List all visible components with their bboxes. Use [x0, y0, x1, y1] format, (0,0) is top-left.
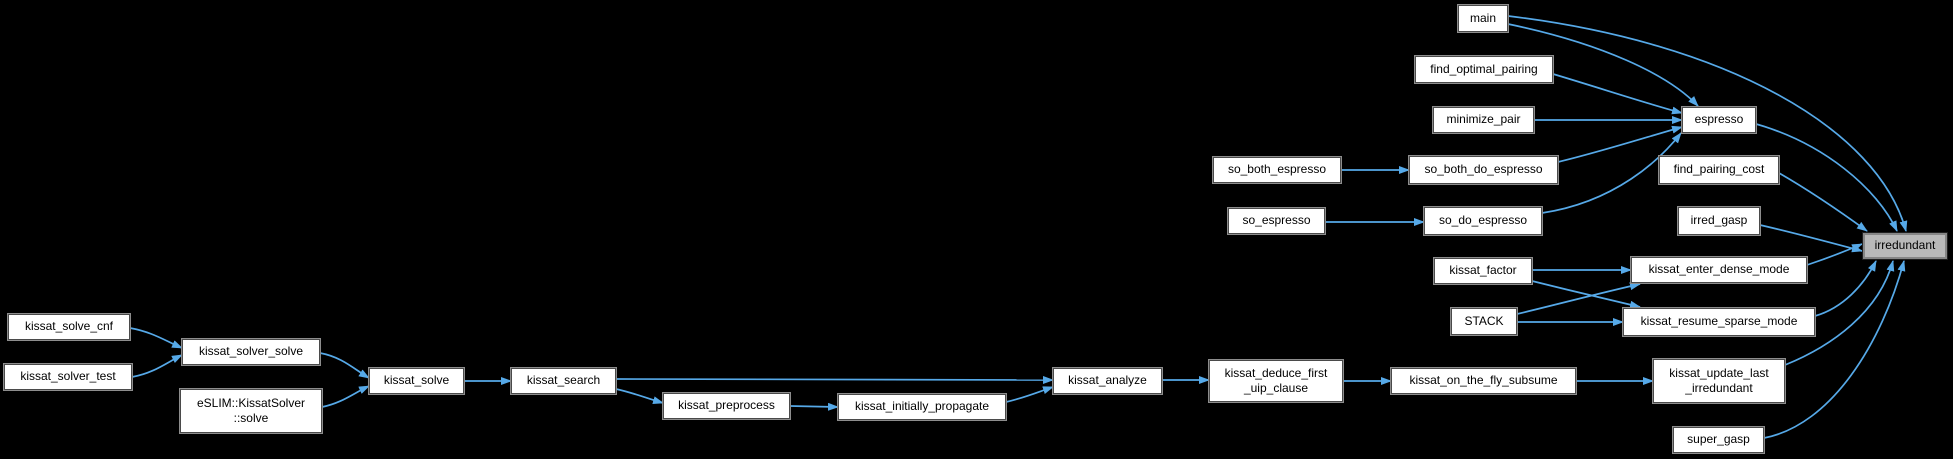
node-find-optimal-pairing[interactable]: find_optimal_pairing [1415, 56, 1553, 83]
node-minimize-pair[interactable]: minimize_pair [1433, 107, 1534, 133]
edge-find-optimal-pairing--espresso [1552, 73, 1683, 115]
edge-kissat-search--kissat-preprocess [615, 388, 664, 405]
edge-stack--kissat-enter-dense-mode [1516, 282, 1641, 315]
node-kissat-solver-test[interactable]: kissat_solver_test [4, 364, 132, 390]
node-kissat-on-the-fly-subsume[interactable]: kissat_on_the_fly_subsume [1391, 368, 1576, 394]
node-irredundant: irredundant [1862, 232, 1948, 260]
node-kissat-update-last-irredundant[interactable]: kissat_update_last _irredundant [1653, 359, 1785, 403]
edge-espresso--irredundant [1755, 123, 1898, 232]
edge-kissat-factor--kissat-resume-sparse-mode [1531, 280, 1641, 309]
node-label: kissat_resume_sparse_mode [1640, 314, 1798, 329]
edge-kissat-solve-cnf--kissat-solver-solve [129, 327, 183, 349]
node-label: so_both_espresso [1227, 162, 1327, 177]
node-label: kissat_preprocess [678, 398, 775, 413]
node-kissat-solver-solve[interactable]: kissat_solver_solve [182, 339, 320, 365]
edge-kissat-solver-solve--kissat-solve [319, 352, 370, 379]
node-so-both-espresso[interactable]: so_both_espresso [1213, 157, 1341, 183]
edge-irred-gasp--irredundant [1759, 224, 1863, 253]
node-label: so_do_espresso [1438, 213, 1528, 228]
node-kissat-factor[interactable]: kissat_factor [1434, 258, 1532, 284]
edge-kissat-solver-test--kissat-solver-solve [131, 354, 183, 378]
node-label: main [1469, 10, 1496, 25]
node-kissat-initially-propagate[interactable]: kissat_initially_propagate [838, 394, 1006, 420]
edge-main--espresso [1507, 23, 1699, 107]
edge-kissat-resume-sparse-mode--irredundant [1814, 260, 1877, 317]
node-label: minimize_pair [1446, 112, 1521, 127]
node-label: espresso [1694, 112, 1744, 127]
edge-find-pairing-cost--irredundant [1778, 172, 1868, 232]
node-label: kissat_solve [383, 373, 450, 388]
node-so-both-do-espresso[interactable]: so_both_do_espresso [1409, 156, 1558, 184]
edge-kissat-preprocess--kissat-initially-propagate [789, 402, 839, 411]
edge-kissat-search--kissat-analyze [615, 375, 1054, 384]
edge-so-both-do-espresso--espresso [1557, 125, 1683, 163]
node-label: eSLIM::KissatSolver ::solve [196, 395, 306, 425]
node-kissat-preprocess[interactable]: kissat_preprocess [663, 393, 790, 419]
node-eslim-kissatsolver-solve[interactable]: eSLIM::KissatSolver ::solve [180, 389, 322, 433]
node-label: kissat_analyze [1068, 373, 1147, 388]
node-label: kissat_solver_solve [198, 344, 304, 359]
node-label: so_both_do_espresso [1424, 162, 1543, 177]
node-kissat-solve-cnf[interactable]: kissat_solve_cnf [8, 314, 130, 340]
node-label: kissat_initially_propagate [854, 399, 990, 414]
node-label: find_optimal_pairing [1430, 61, 1538, 76]
node-label: find_pairing_cost [1673, 162, 1765, 177]
node-super-gasp[interactable]: super_gasp [1673, 427, 1764, 453]
node-kissat-search[interactable]: kissat_search [511, 368, 616, 394]
node-kissat-deduce-first-uip-clause[interactable]: kissat_deduce_first _uip_clause [1209, 360, 1343, 402]
node-label: irredundant [1874, 238, 1936, 253]
node-label: kissat_enter_dense_mode [1648, 262, 1790, 277]
node-so-espresso[interactable]: so_espresso [1228, 208, 1325, 234]
edge-super-gasp--irredundant [1763, 260, 1906, 439]
node-irred-gasp[interactable]: irred_gasp [1678, 207, 1760, 235]
edge-kissat-update-last-irredundant--irredundant [1784, 260, 1895, 366]
node-label: so_espresso [1242, 213, 1311, 228]
node-label: kissat_solve_cnf [24, 319, 114, 334]
node-label: irred_gasp [1690, 213, 1748, 228]
edge-kissat-enter-dense-mode--irredundant [1806, 243, 1863, 266]
node-label: kissat_factor [1449, 263, 1517, 278]
edge-eslim-kissatsolver-solve--kissat-solve [321, 385, 370, 408]
node-label: kissat_update_last _irredundant [1669, 365, 1769, 395]
node-stack[interactable]: STACK [1451, 308, 1517, 335]
node-label: kissat_solver_test [20, 369, 116, 384]
node-kissat-enter-dense-mode[interactable]: kissat_enter_dense_mode [1631, 257, 1807, 283]
node-label: kissat_deduce_first _uip_clause [1224, 365, 1328, 395]
node-espresso[interactable]: espresso [1682, 107, 1756, 133]
node-label: kissat_search [526, 373, 601, 388]
edge-main--irredundant [1507, 15, 1908, 232]
node-label: STACK [1464, 313, 1504, 328]
node-so-do-espresso[interactable]: so_do_espresso [1424, 207, 1542, 235]
node-label: kissat_on_the_fly_subsume [1409, 373, 1558, 388]
node-find-pairing-cost[interactable]: find_pairing_cost [1659, 156, 1779, 184]
edge-kissat-initially-propagate--kissat-analyze [1005, 386, 1054, 403]
node-kissat-resume-sparse-mode[interactable]: kissat_resume_sparse_mode [1623, 308, 1815, 336]
node-label: super_gasp [1687, 432, 1750, 447]
node-main[interactable]: main [1458, 5, 1508, 32]
edge-so-do-espresso--espresso [1541, 132, 1682, 214]
node-kissat-solve[interactable]: kissat_solve [369, 368, 464, 394]
node-kissat-analyze[interactable]: kissat_analyze [1053, 368, 1162, 394]
